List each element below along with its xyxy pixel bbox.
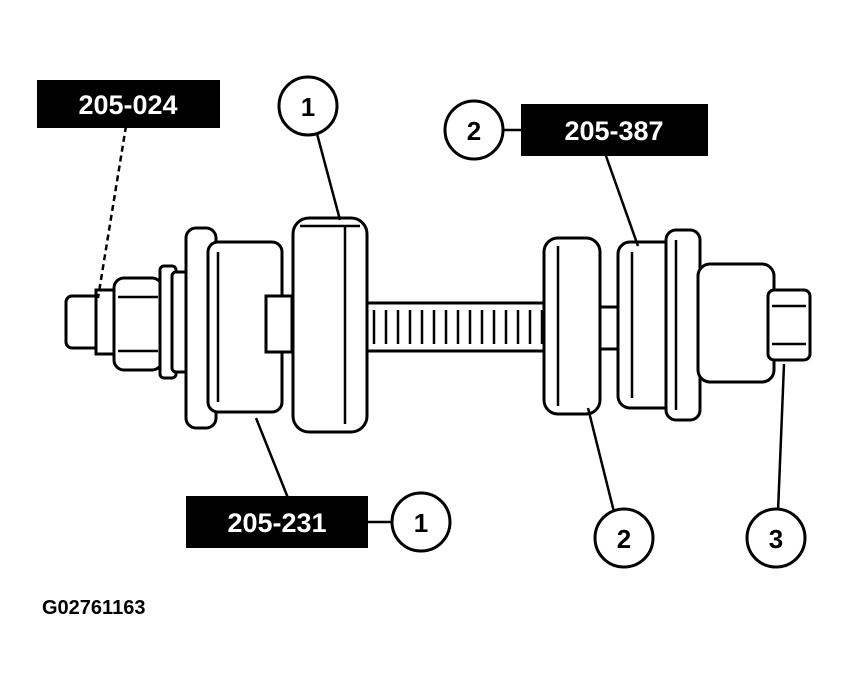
callout-2-lower: 2 — [593, 507, 655, 569]
callout-3-lower: 3 — [745, 507, 807, 569]
callout-1-upper-label: 1 — [301, 92, 315, 122]
spacer-2 — [542, 236, 602, 416]
tag-205-024-label: 205-024 — [78, 90, 177, 120]
bushing-1 — [291, 216, 369, 434]
callout-2-lower-label: 2 — [617, 524, 631, 554]
nut-3 — [696, 262, 812, 384]
threaded-rod — [348, 301, 562, 353]
tag-205-024: 205-024 — [37, 80, 220, 128]
leader-lines — [96, 125, 786, 524]
tag-205-387-label: 205-387 — [564, 116, 663, 146]
thrust-washer — [158, 264, 190, 380]
tag-205-387: 205-387 — [521, 104, 708, 156]
tag-205-231: 205-231 — [186, 496, 368, 548]
receiver-cup — [616, 228, 702, 422]
callout-3-lower-label: 3 — [769, 524, 783, 554]
callout-1-upper: 1 — [277, 75, 339, 137]
tag-205-231-label: 205-231 — [227, 508, 326, 538]
figure-id: G02761163 — [42, 597, 145, 619]
callout-2-upper: 2 — [443, 99, 505, 161]
callout-2-upper-label: 2 — [467, 116, 481, 146]
installer-cup — [184, 226, 294, 430]
callout-1-lower-label: 1 — [414, 508, 428, 538]
hex-nut — [112, 276, 164, 372]
forcing-screw-head — [64, 288, 120, 356]
callout-1-lower: 1 — [390, 491, 452, 553]
